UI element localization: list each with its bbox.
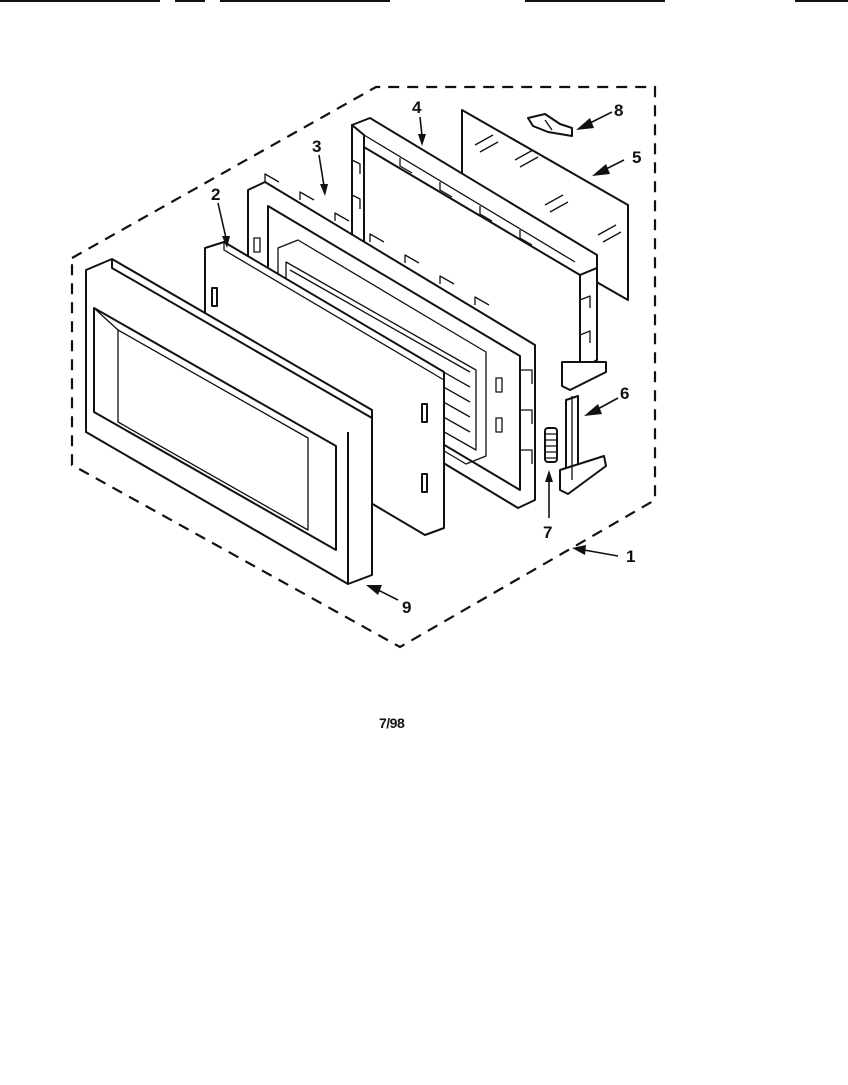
date-stamp: 7/98 <box>379 715 405 731</box>
callout-3: 3 <box>312 137 321 156</box>
callout-1: 1 <box>626 547 635 566</box>
part-4-rear-frame <box>351 117 598 371</box>
callout-4: 4 <box>412 98 422 117</box>
callout-5: 5 <box>632 148 641 167</box>
callout-labels: 1 2 3 4 5 6 7 8 9 <box>211 98 641 617</box>
leader-lines <box>217 111 625 601</box>
callout-6: 6 <box>620 384 629 403</box>
part-9-front-frame <box>85 258 373 585</box>
assembly-boundary <box>70 85 657 649</box>
callout-8: 8 <box>614 101 623 120</box>
callout-9: 9 <box>402 598 411 617</box>
callout-2: 2 <box>211 185 220 204</box>
callout-7: 7 <box>543 523 552 542</box>
part-8-clip <box>527 113 573 137</box>
part-6-latch <box>559 361 607 495</box>
part-7-spring <box>544 427 558 463</box>
